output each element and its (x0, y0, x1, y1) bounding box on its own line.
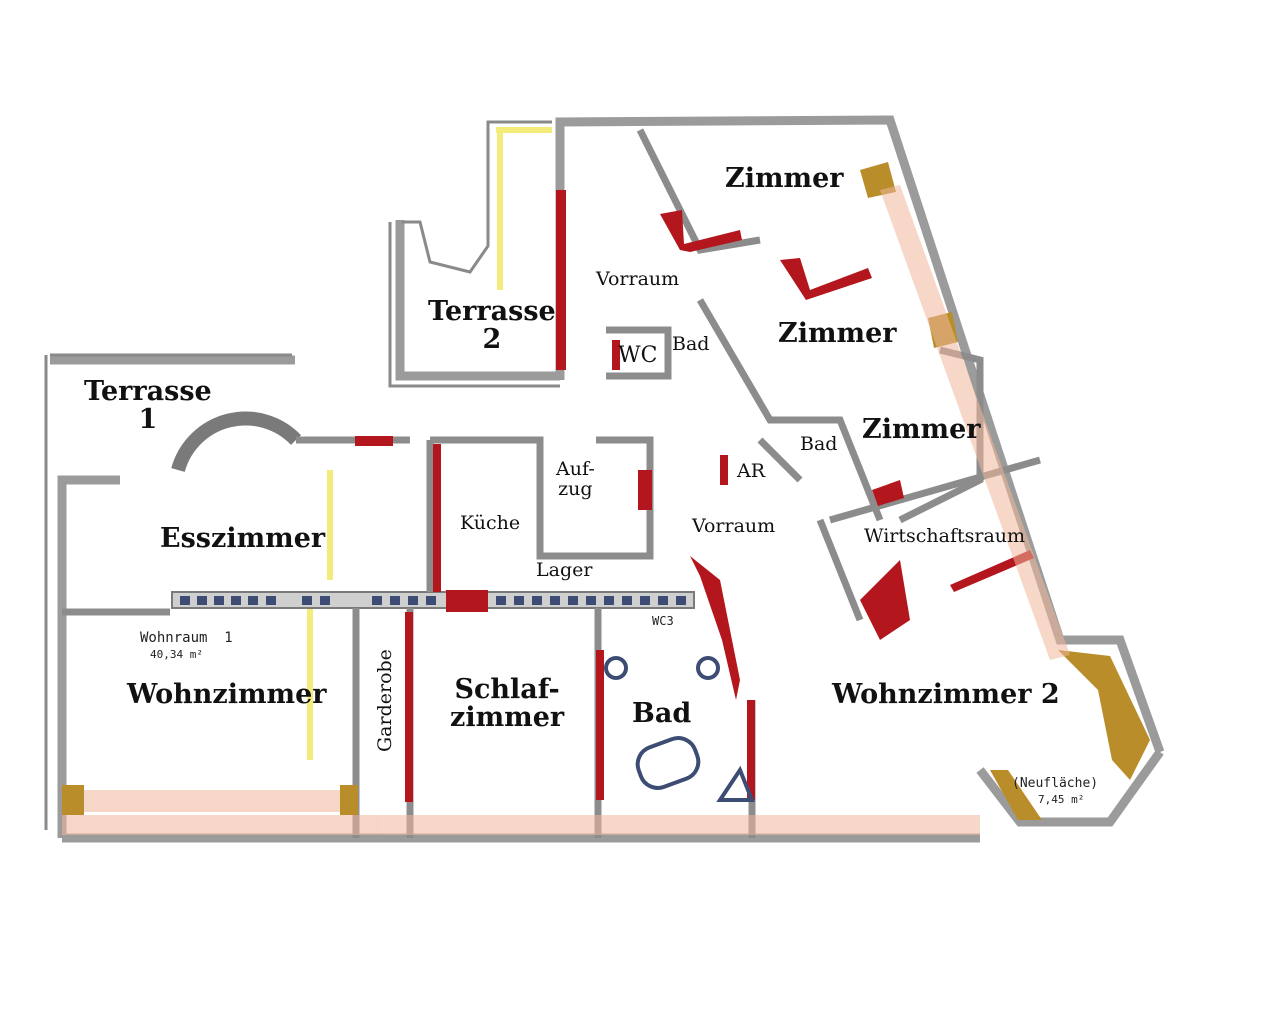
outer-walls (50, 115, 1165, 843)
room-label-terrasse-2: Terrasse 2 (428, 296, 556, 356)
wall-terrasse-2 (395, 220, 560, 381)
room-label-bad-upper: Bad (672, 333, 710, 355)
room-label-wirtschaftsraum: Wirtschaftsraum (864, 525, 1026, 547)
columns (62, 162, 1150, 820)
room-label-terrasse-1: Terrasse 1 (84, 376, 212, 436)
room-label-bad-right: Bad (800, 433, 838, 455)
room-label-ar: AR (737, 460, 766, 482)
room-label-wohnzimmer: Wohnzimmer (127, 679, 327, 710)
room-label-lager: Lager (536, 559, 593, 581)
room-label-zimmer-mid: Zimmer (778, 318, 897, 349)
dimension-strips (62, 185, 1070, 835)
yellow-walls (307, 127, 552, 760)
room-label-bad-bottom: Bad (632, 698, 692, 729)
neuflaeche-annotation: (Neufläche) (1012, 776, 1099, 791)
radiators (180, 596, 686, 605)
room-label-kueche: Küche (460, 512, 521, 534)
room-label-aufzug: Auf- zug (556, 458, 595, 500)
red-walls (355, 190, 1034, 802)
wohnraum-1-annotation: Wohnraum 1 (140, 630, 233, 646)
room-label-schlafzimmer: Schlaf- zimmer (450, 674, 565, 734)
bathroom-fixtures (604, 656, 755, 802)
room-label-zimmer-right: Zimmer (862, 414, 981, 445)
wall-south-east (976, 749, 1164, 827)
room-label-esszimmer: Esszimmer (160, 523, 326, 554)
room-label-vorraum-top: Vorraum (596, 268, 680, 290)
bay-window-arc (171, 411, 302, 473)
room-label-vorraum-mid: Vorraum (692, 515, 776, 537)
room-label-wc: WC (618, 343, 658, 368)
wohnraum-1-area: 40,34 m² (150, 648, 203, 661)
wall-east-diagonal (555, 115, 1165, 754)
room-label-zimmer-top: Zimmer (725, 163, 844, 194)
neuflaeche-area: 7,45 m² (1038, 793, 1085, 806)
wc3-annotation: WC3 (652, 614, 674, 628)
room-label-garderobe: Garderobe (374, 649, 396, 752)
wall-west-wing (57, 475, 120, 838)
room-label-wohnzimmer-2: Wohnzimmer 2 (832, 679, 1060, 710)
terrace-railings (44, 120, 560, 830)
